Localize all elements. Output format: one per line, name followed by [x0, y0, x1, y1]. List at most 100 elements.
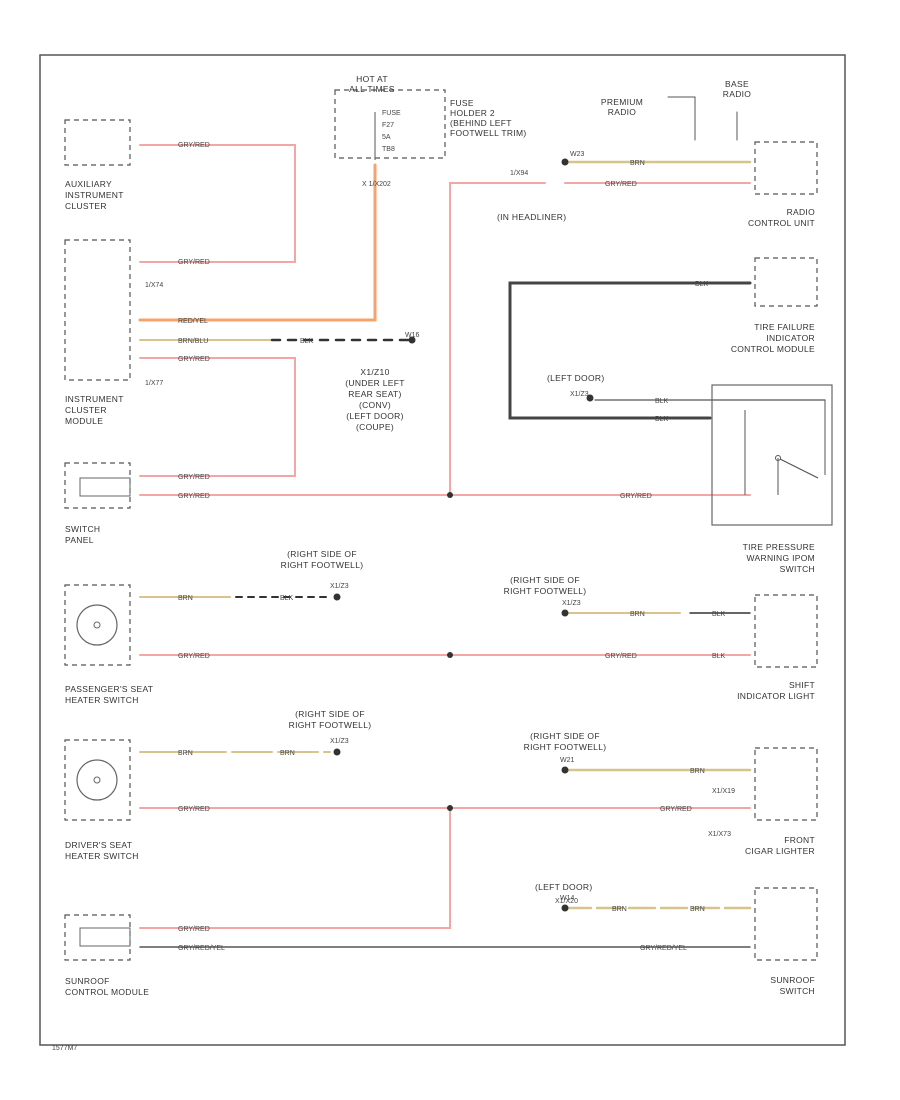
wire-label-8: GRY/RED [620, 493, 652, 500]
switch-panel-box [64, 462, 131, 509]
splices [333, 158, 594, 912]
wire-label-12: BLK [655, 398, 669, 405]
ground-id-3: X1/Z3 [562, 600, 581, 607]
sunroof-module-box [64, 914, 131, 961]
fuse-label-2: 5A [382, 134, 391, 141]
wire-label-9: BRN [630, 160, 645, 167]
ground-dot-pass [333, 593, 341, 601]
sunroof-module-inner [79, 927, 131, 947]
ground-dot-drv [333, 748, 341, 756]
ground-dot-cigar [561, 766, 569, 774]
wire-label-24: GRY/RED [660, 806, 692, 813]
connector-x5: X1/X19 [712, 788, 735, 795]
connector-x4: 1/X77 [145, 380, 163, 387]
ground-id-6: W23 [570, 151, 585, 158]
wire-bus-vertical [449, 182, 546, 496]
wire-fuse-feed [138, 163, 377, 322]
wire-label-29: BRN [612, 906, 627, 913]
ground-dot-radio [561, 158, 569, 166]
diagram-frame [39, 54, 846, 1046]
cigar-lighter-box [754, 747, 818, 821]
wire-label-14: BRN [178, 595, 193, 602]
wire-aux-loop [139, 144, 296, 263]
connector-x3: 1/X74 [145, 282, 163, 289]
ground-dot-cluster [408, 336, 416, 344]
wire-sunroof-gry [139, 807, 451, 929]
connector-x2: 1/X94 [510, 170, 528, 177]
radio-control-box [754, 141, 818, 195]
wire-cluster-switch [139, 357, 296, 477]
wire-label-27: GRY/RED/YEL [178, 945, 225, 952]
wire-label-2: RED/YEL [178, 318, 208, 325]
ground-id-2: X1/Z3 [330, 583, 349, 590]
switch-panel-inner [79, 477, 131, 497]
wire-blk-tire-loop [508, 281, 752, 420]
wire-label-22: BRN [280, 750, 295, 757]
wire-label-23: GRY/RED [178, 806, 210, 813]
aux-cluster-box [64, 119, 131, 166]
ground-id-8: W16 [405, 332, 420, 339]
wire-label-19: BLK [712, 611, 726, 618]
location-left-door-1: (LEFT DOOR) [547, 373, 604, 383]
passenger-heater-box [64, 584, 131, 666]
ground-dot-shift [561, 609, 569, 617]
tire-failure-box [754, 257, 818, 307]
ground-dot-tire [586, 394, 594, 402]
ground-id-4: X1/Z3 [330, 738, 349, 745]
ground-id-5: W21 [560, 757, 575, 764]
tire-switch-box [711, 384, 833, 526]
ground-id-7: W14 [560, 895, 575, 902]
wire-label-30: BRN [690, 906, 705, 913]
connector-x1: X 1/X202 [362, 181, 391, 188]
wire-label-4: BLK [300, 338, 314, 345]
splice-2 [447, 652, 453, 658]
instrument-cluster-box [64, 239, 131, 381]
fuse-label-0: FUSE [382, 110, 401, 117]
wire-label-13: BLK [655, 416, 669, 423]
fuse-holder-box [334, 89, 446, 159]
wire-label-0: GRY/RED [178, 142, 210, 149]
wire-label-26: GRY/RED [178, 926, 210, 933]
sunroof-switch-box [754, 887, 818, 961]
wire-label-21: BRN [178, 750, 193, 757]
wire-label-1: GRY/RED [178, 259, 210, 266]
location-left-door-2: (LEFT DOOR) [535, 882, 592, 892]
wire-label-6: GRY/RED [178, 474, 210, 481]
wire-label-20: BLK [712, 653, 726, 660]
splice-1 [447, 492, 453, 498]
wire-label-17: GRY/RED [605, 653, 637, 660]
tire-switch-contact [777, 457, 819, 479]
wire-label-18: BRN [630, 611, 645, 618]
wire-label-7: GRY/RED [178, 493, 210, 500]
driver-heater-icon [76, 759, 118, 801]
pointer-premium [667, 96, 696, 141]
wire-label-11: BLK [695, 281, 709, 288]
wire-label-5: GRY/RED [178, 356, 210, 363]
wire-label-3: BRN/BLU [178, 338, 208, 345]
passenger-heater-icon [76, 604, 118, 646]
shift-light-box [754, 594, 818, 668]
wire-label-10: GRY/RED [605, 181, 637, 188]
